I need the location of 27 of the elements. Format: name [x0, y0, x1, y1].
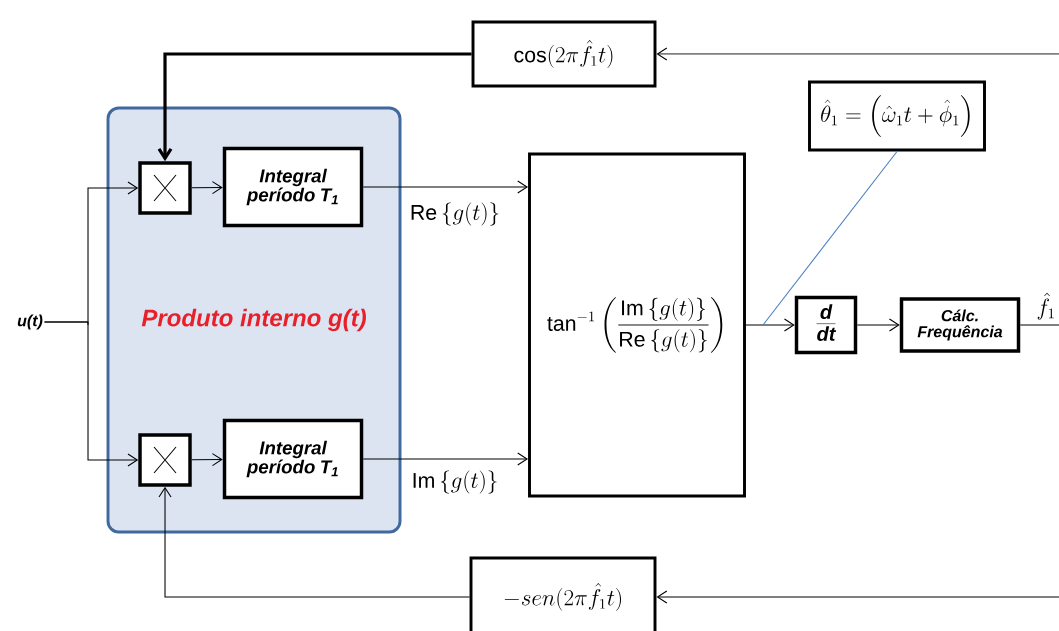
arrow	[157, 52, 472, 162]
arrow	[856, 318, 900, 332]
phase-box: $\hat{\theta}_1=\left(\hat{\omega}_1 t+\hat{\phi}_1\right)$	[808, 80, 986, 152]
function-box: $-sen(2\pi\hat{f}_1 t)$	[469, 556, 657, 631]
arrow	[191, 181, 223, 195]
edge-label: $\mathrm{Im}\left\{g(t)\right\}$	[410, 469, 500, 495]
function-box: $\cos(2\pi\hat{f}_1 t)$	[471, 20, 657, 88]
arrow	[656, 47, 1059, 61]
leader-line	[762, 150, 898, 326]
arrow	[362, 180, 529, 194]
arrow	[191, 453, 223, 467]
signal-line	[1019, 324, 1059, 326]
derivative-box: d dt	[794, 295, 858, 355]
multiplier-box	[138, 161, 192, 215]
multiplier-box	[138, 433, 192, 487]
integral-box: Integral período T$_{1}$	[222, 418, 364, 500]
signal-label: u(t)	[17, 314, 43, 330]
arrow	[656, 590, 1059, 604]
arrow	[158, 486, 471, 598]
arctan-box: $\tan^{-1}\left(\frac{\mathrm{Im}\left\{g(t)\right\}}{\mathrm{Re}\left\{g(t)\right\}}\right)$	[528, 152, 746, 498]
arrow	[745, 318, 795, 332]
arrow	[43, 321, 139, 467]
frequency-box: Cálc. Frequência	[899, 297, 1021, 353]
edge-label: $\mathrm{Re}\left\{g(t)\right\}$	[408, 201, 502, 227]
integral-box: Integral período T$_{1}$	[222, 146, 364, 228]
edge-label: $\hat{f}_1$	[1035, 291, 1057, 321]
arrow	[362, 452, 529, 466]
